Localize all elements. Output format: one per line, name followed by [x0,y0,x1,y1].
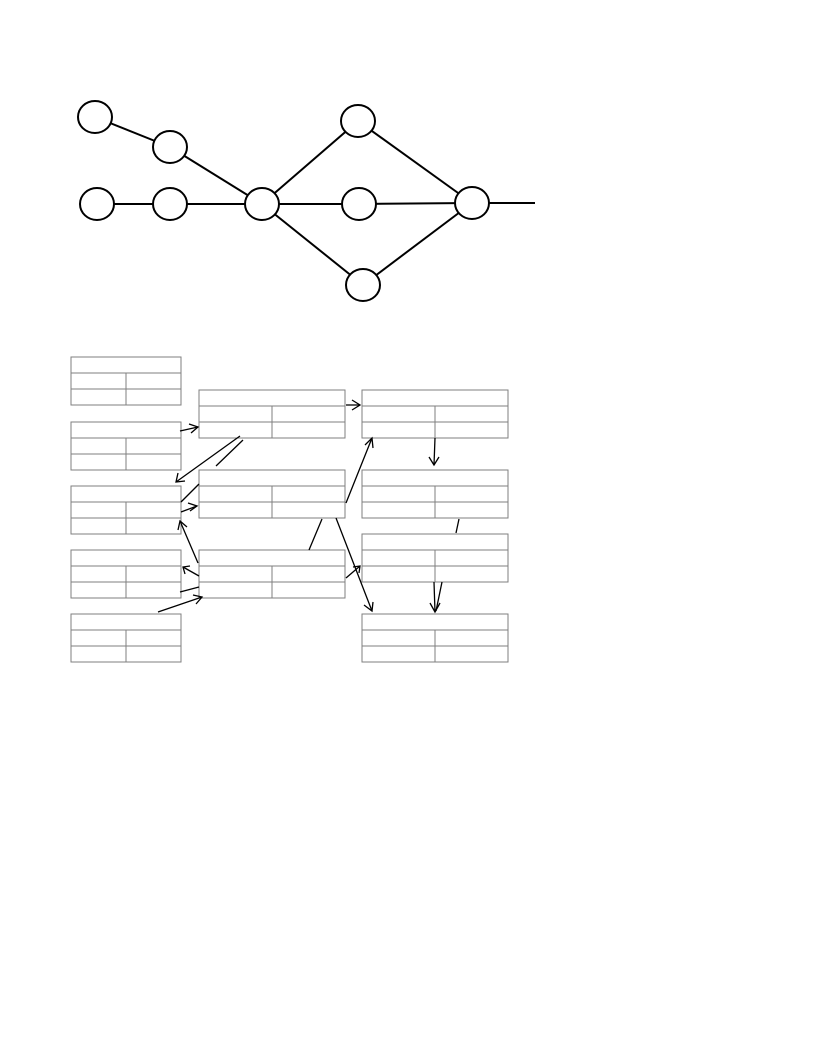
edge-n2-n5 [169,146,263,205]
arrow-b4-b3 [177,519,199,564]
arrow-b6-b9 [346,399,362,411]
activity-box-b11 [361,533,509,583]
network-node-n9 [454,186,490,220]
edge-n8-n9 [362,202,473,286]
activity-box-b10 [361,469,509,519]
network-node-n1 [77,100,113,134]
arrow-b8-b4 [182,565,200,577]
edge-n5-n6 [261,120,359,205]
activity-box-b4 [70,549,182,599]
activity-box-b6 [198,389,346,439]
arrow-b9-b10 [428,437,440,467]
network-node-n5 [244,187,280,221]
network-node-n8 [345,268,381,302]
network-diagram [77,100,535,302]
connector-stroke-4 [455,518,460,534]
arrow-b3-b7 [180,483,200,513]
network-node-n6 [340,104,376,138]
edge-n7-n9 [358,202,473,205]
activity-box-b9 [361,389,509,439]
connector-stroke-2 [179,586,200,593]
edge-n5-n8 [261,203,364,286]
connector-stroke-3 [308,518,323,551]
network-node-n3 [79,187,115,221]
activity-box-b1 [70,356,182,406]
arrow-b8-b11 [345,565,361,579]
network-node-n2 [152,130,188,164]
activity-box-b12 [361,613,509,663]
arrow-b11-b12 [429,581,443,614]
arrow-b2-b6 [179,423,200,434]
arrow-b5-b8 [157,594,204,613]
activity-box-b7 [198,469,346,519]
activity-box-b5 [70,613,182,663]
network-node-n4 [152,187,188,221]
arrow-b7-b9 [345,436,374,504]
activity-box-b2 [70,421,182,471]
activity-box-b8 [198,549,346,599]
activity-box-b3 [70,485,182,535]
edge-n6-n9 [357,120,473,204]
activity-box-diagram [70,356,509,663]
network-node-n7 [341,187,377,221]
connector-stroke-1 [215,439,244,467]
arrow-b7-b12 [335,517,374,613]
arrow-b6-b3 [175,435,241,483]
